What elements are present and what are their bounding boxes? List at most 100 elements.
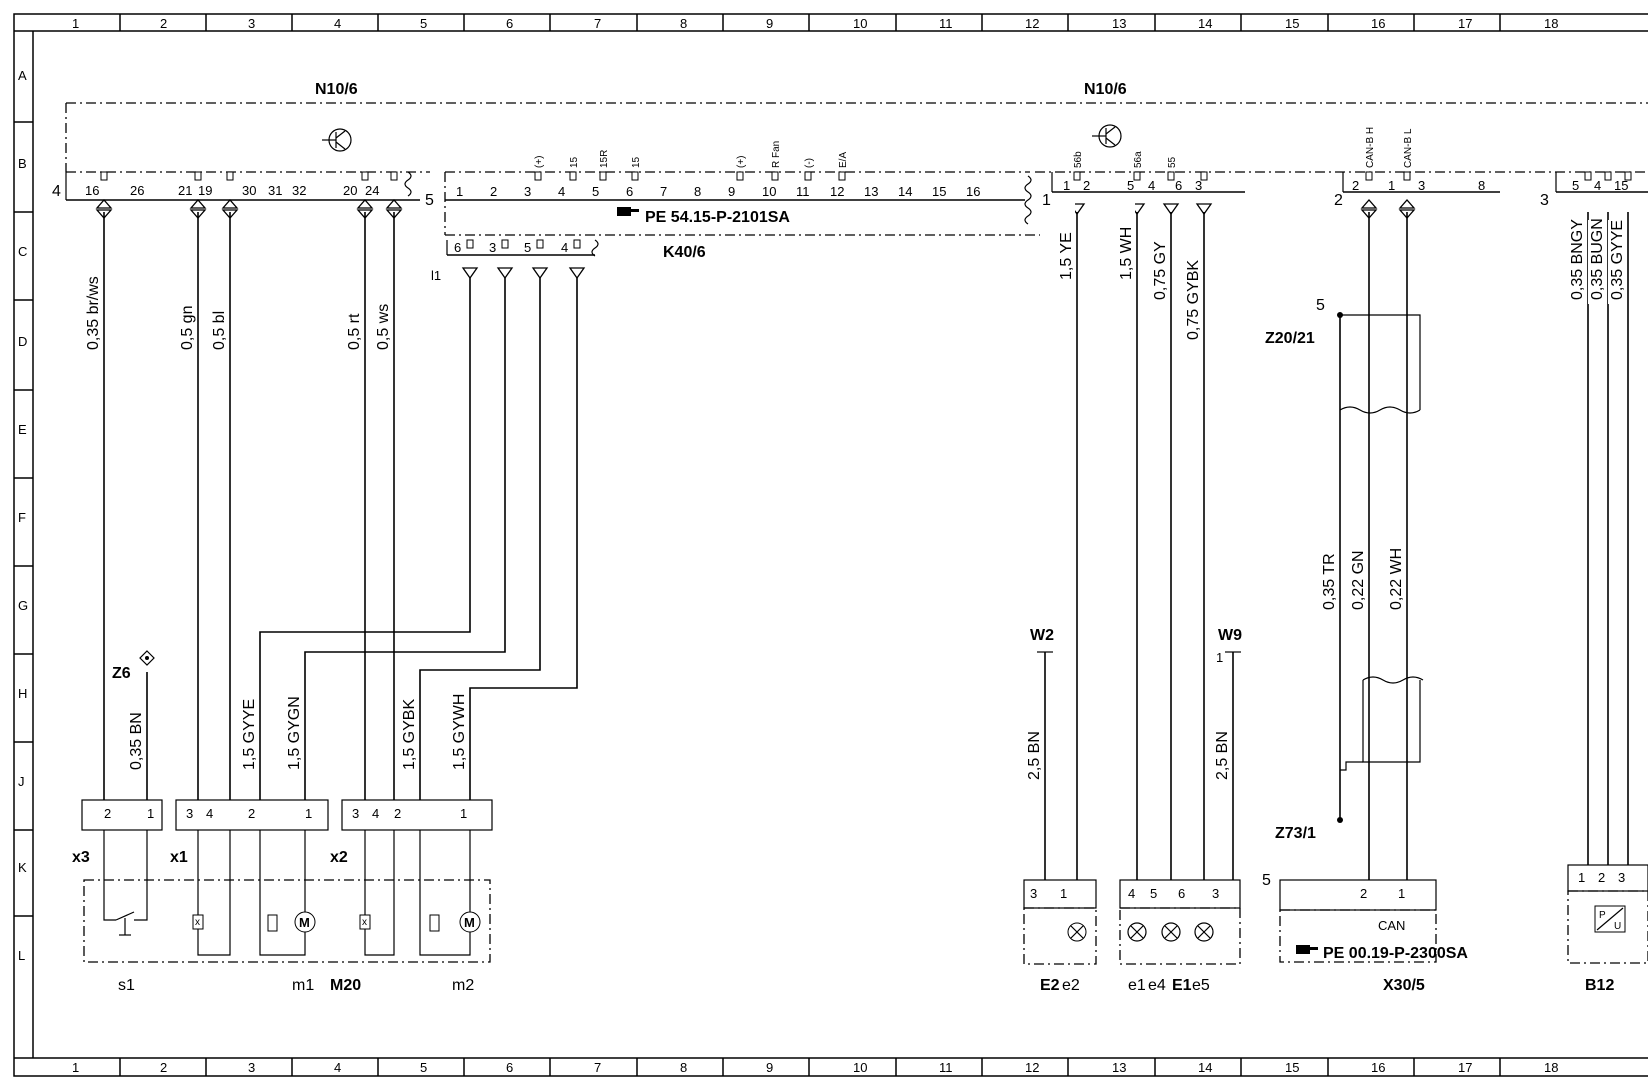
svg-text:x: x [362,917,367,928]
k40-top-pin: 16 [966,184,980,199]
e4-label: e4 [1148,977,1166,994]
grid-row-label: E [18,422,27,437]
x1-pin: 1 [305,806,312,821]
k40-pin-label: (+) [534,156,545,169]
x2-label: x2 [330,849,348,866]
wire-paths [103,212,1629,880]
grid-row-label: F [18,510,26,525]
grid-col-label: 5 [420,16,427,31]
m20-component: x M x M s1 m1 M20 m2 [83,830,491,994]
x3-pin: 1 [147,806,154,821]
motor-icon: M [259,830,316,956]
n10-right-a-pin: 6 [1175,178,1182,193]
n10-left-label: N10/6 [315,81,358,98]
wire-label: 1,5 GYYE [241,699,258,770]
x30-component: 5 CAN PE 00.19-P-2300SA X30/5 [1262,872,1468,994]
e2-sub-label: e2 [1062,977,1080,994]
e2-pin: 3 [1030,886,1037,901]
z6-label: Z6 [112,665,131,682]
wire-label: 0,35 br/ws [85,276,102,350]
lamp-icon [1070,925,1084,939]
n10-left-pin: 21 [178,183,192,198]
wire-label: 0,75 GY [1152,241,1169,300]
grid-row-label: K [18,860,27,875]
motor-icon: M [419,830,481,956]
transistor-icon [322,128,352,152]
k40-top-pin: 9 [728,184,735,199]
b12-component: P U B12 [1567,864,1648,994]
svg-text:U: U [1614,921,1621,932]
grid-col-label: 5 [420,1060,427,1075]
z73-label: Z73/1 [1275,825,1316,842]
grid-col-label: 17 [1458,1060,1472,1075]
n10-right-b-pin: 2 [1352,178,1359,193]
e1-pin: 5 [1150,886,1157,901]
grid-col-label: 7 [594,1060,601,1075]
k40-bottom-pin: 6 [454,240,461,255]
lamp-icon [1194,922,1214,942]
grid-col-label: 6 [506,1060,513,1075]
n10-left-connector-id: 4 [52,183,61,200]
reference-hand-icon [617,207,639,216]
n10-right-c-pin: 4 [1594,178,1601,193]
x30-reference: PE 00.19-P-2300SA [1323,945,1468,962]
x3-pin: 2 [104,806,111,821]
grid-col-label: 12 [1025,16,1039,31]
k40-top-pin: 2 [490,184,497,199]
x2-pin: 1 [460,806,467,821]
n10-left-pin: 32 [292,183,306,198]
e2-pin: 1 [1060,886,1067,901]
grid-col-label: 17 [1458,16,1472,31]
wire-label: 0,35 GYYE [1609,220,1626,300]
b12-label: B12 [1585,977,1614,994]
grid-col-label: 2 [160,16,167,31]
x2-pin: 3 [352,806,359,821]
grid-col-label: 8 [680,16,687,31]
wire-label: 0,35 BN [128,712,145,770]
grid-col-label: 1 [72,1060,79,1075]
grid-col-label: 4 [334,16,341,31]
x1-pin: 3 [186,806,193,821]
n10-right-pin-label: 56b [1073,151,1084,168]
grid-row-label: L [18,948,25,963]
grid-col-label: 18 [1544,1060,1558,1075]
n10-boundary [65,102,1648,236]
grid-row-label: C [18,244,27,259]
grid-row-label: H [18,686,27,701]
n10-left-pin: 26 [130,183,144,198]
wire-label: 0,75 GYBK [1185,260,1202,340]
grid-col-label: 6 [506,16,513,31]
e2-component: E2 e2 [1023,879,1097,994]
k40-top-pin: 7 [660,184,667,199]
n10-right-a-pin: 3 [1195,178,1202,193]
grid-col-label: 16 [1371,16,1385,31]
grid-col-label: 14 [1198,1060,1212,1075]
k40-top-pin: 3 [524,184,531,199]
z20-shield: 5 Z20/21 [1265,297,1421,414]
wire-label: 1,5 YE [1058,232,1075,280]
x1-label: x1 [170,849,188,866]
grid-col-label: 12 [1025,1060,1039,1075]
n10-right-b-pin: 8 [1478,178,1485,193]
n10-left-pin: 24 [365,183,379,198]
n10-left-pin: 16 [85,183,99,198]
e1-pin: 3 [1212,886,1219,901]
w9-pin: 1 [1216,650,1223,665]
z73-shield: Z73/1 [1275,676,1424,842]
k40-top-pin: 13 [864,184,878,199]
b12-pin: 1 [1578,870,1585,885]
grid-col-label: 1 [72,16,79,31]
n10-right-pin-label: CAN-B L [1403,128,1414,168]
n10-right-connector-1-id: 1 [1042,192,1051,209]
grid-col-label: 18 [1544,16,1558,31]
svg-text:M: M [464,915,475,930]
e1-component: e1 e4 E1 e5 [1119,879,1241,994]
w9-label: W9 [1218,627,1242,644]
svg-text:P: P [1599,910,1606,921]
z20-label: Z20/21 [1265,330,1315,347]
